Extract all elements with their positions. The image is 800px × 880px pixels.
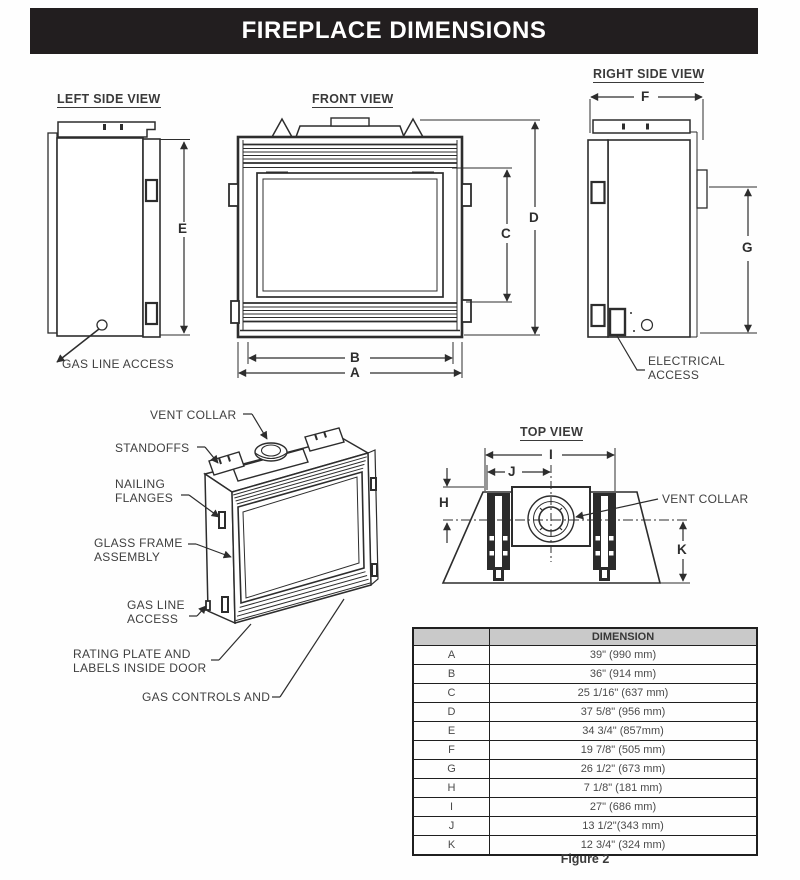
glass-frame-leader — [195, 543, 232, 559]
table-header-dimension: DIMENSION — [489, 627, 758, 646]
side-clip — [144, 301, 159, 326]
left-side-view-title: LEFT SIDE VIEW — [57, 92, 161, 108]
nailing-flanges-leader — [188, 494, 220, 518]
top-view-title: TOP VIEW — [520, 425, 584, 441]
vent-collar-leader — [575, 498, 659, 520]
top-view-drawing — [441, 448, 690, 584]
dim-label-A: A — [350, 365, 360, 380]
gas-line-access-label: GAS LINE ACCESS — [62, 357, 174, 371]
vent-collar-leader — [251, 413, 268, 440]
nailing-flanges-label: NAILING FLANGES — [115, 477, 174, 505]
iso-gas-line-access-label: GAS LINE ACCESS — [127, 598, 185, 626]
rating-plate-leader — [218, 623, 252, 661]
dim-label-B: B — [350, 350, 360, 365]
glass-window — [256, 172, 444, 298]
side-clip — [461, 183, 472, 207]
vent-collar-profile — [330, 117, 370, 127]
side-clip — [461, 299, 472, 323]
dim-label-D: D — [529, 210, 539, 225]
left-side-view-drawing — [47, 121, 190, 363]
electrical-access-label: ELECTRICAL ACCESS — [648, 354, 726, 382]
side-clip — [144, 178, 159, 203]
gas-controls-label: GAS CONTROLS AND — [142, 690, 271, 704]
side-clip — [590, 180, 606, 205]
dim-label-I: I — [549, 447, 553, 462]
dim-label-G: G — [742, 240, 753, 255]
gas-line-slot — [205, 600, 211, 611]
dim-label-H: H — [439, 495, 449, 510]
right-side-view-title: RIGHT SIDE VIEW — [593, 67, 705, 83]
table-header-blank — [412, 627, 490, 646]
gas-line-access-hole — [96, 319, 108, 331]
right-side-view-drawing — [587, 93, 757, 371]
side-clip — [230, 300, 240, 324]
electrical-access-opening — [608, 307, 627, 337]
electrical-access-leader — [616, 335, 645, 371]
standoff-triangle — [270, 117, 294, 138]
front-view-drawing — [228, 117, 540, 378]
standoff-bracket — [304, 427, 345, 452]
glass-frame-assembly-label: GLASS FRAME ASSEMBLY — [94, 536, 183, 564]
page-title: FIREPLACE DIMENSIONS — [241, 17, 547, 44]
dim-label-K: K — [677, 542, 687, 557]
dim-label-F: F — [641, 89, 650, 104]
dim-label-C: C — [501, 226, 511, 241]
side-clip — [590, 303, 606, 328]
standoff-bracket — [208, 451, 245, 476]
dim-label-J: J — [508, 464, 516, 479]
standoff-triangle — [401, 117, 425, 138]
dim-label-E: E — [178, 221, 188, 236]
gas-line-access-leader — [56, 328, 100, 363]
figure-caption: Figure 2 — [560, 852, 610, 866]
standoffs-label: STANDOFFS — [115, 441, 190, 455]
iso-vent-collar-label: VENT COLLAR — [150, 408, 237, 422]
isometric-view-drawing — [181, 413, 379, 698]
rating-plate-label: RATING PLATE AND LABELS INSIDE DOOR — [73, 647, 207, 675]
gas-line-access-leader — [196, 605, 207, 617]
standoffs-leader — [204, 446, 219, 464]
nailing-flange-tab — [218, 511, 226, 529]
top-vent-collar-label: VENT COLLAR — [662, 492, 749, 506]
side-clip — [228, 183, 239, 207]
nailing-flange-tab — [221, 596, 229, 613]
gas-controls-leader — [279, 598, 345, 698]
table-header-row: DIMENSION — [412, 627, 758, 646]
front-view-title: FRONT VIEW — [312, 92, 394, 108]
title-bar: FIREPLACE DIMENSIONS — [30, 8, 758, 54]
